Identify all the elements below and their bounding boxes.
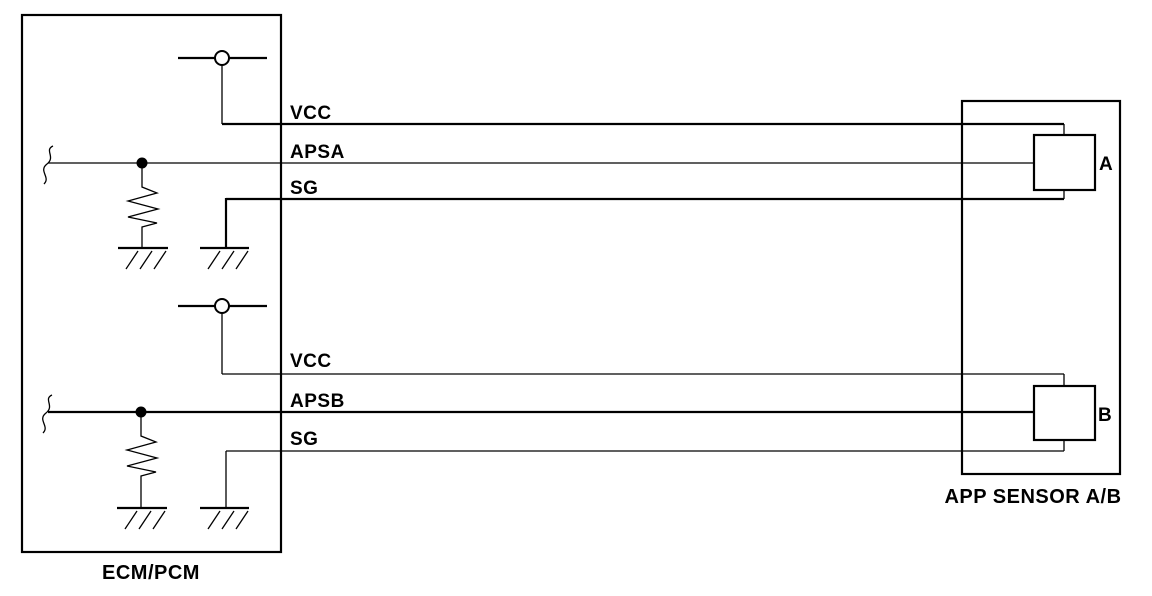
wire-break-a-icon [43, 145, 54, 185]
apsa-label: APSA [290, 142, 345, 163]
circuit-b-group: VCC APSB SG B [42, 298, 1112, 530]
apsb-label: APSB [290, 391, 345, 412]
sg-a-label: SG [290, 178, 318, 199]
ground-b-sg-icon [200, 506, 249, 530]
wire-break-b-icon [42, 394, 53, 434]
pulldown-resistor-a-icon [125, 163, 161, 248]
ground-b-resistor-icon [117, 506, 167, 530]
circuit-a-group: VCC APSA SG A [43, 50, 1113, 270]
ground-a-sg-icon [200, 246, 249, 270]
app-sensor-label: APP SENSOR A/B [944, 486, 1121, 508]
power-source-a-icon [178, 50, 267, 124]
connector-a-label: A [1099, 154, 1113, 175]
power-source-b-icon [178, 298, 267, 374]
connector-a-pin [1032, 133, 1097, 192]
vcc-b-label: VCC [290, 351, 332, 372]
ground-a-resistor-icon [118, 246, 168, 270]
ecm-box [20, 13, 283, 554]
connector-b-pin [1032, 384, 1097, 442]
ecm-label: ECM/PCM [102, 562, 200, 584]
pulldown-resistor-b-icon [124, 412, 160, 508]
ecm-module-group: ECM/PCM [20, 13, 283, 584]
sg-b-label: SG [290, 429, 318, 450]
vcc-a-label: VCC [290, 103, 332, 124]
connector-b-label: B [1098, 405, 1112, 426]
